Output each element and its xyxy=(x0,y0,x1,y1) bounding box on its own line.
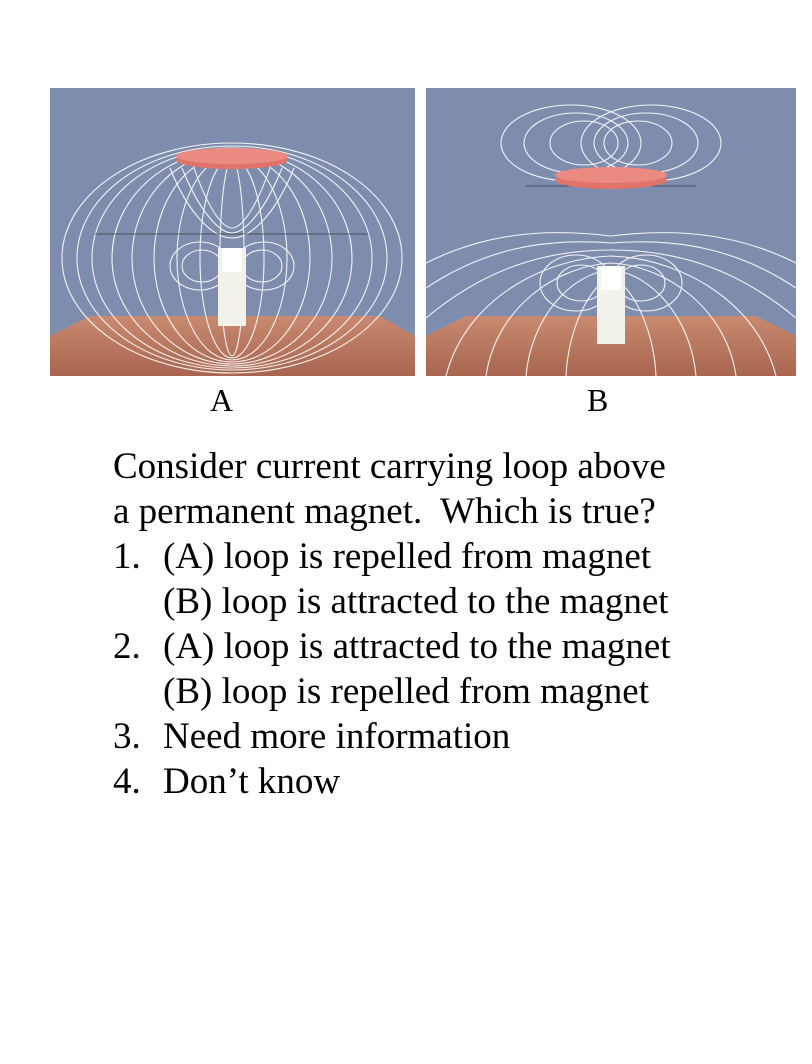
figure-b-field-visualization xyxy=(426,88,796,376)
figure-a-svg xyxy=(50,88,415,376)
floor xyxy=(426,316,796,376)
answer-option-2[interactable]: 2. (A) loop is attracted to the magnet (… xyxy=(113,624,773,714)
floor xyxy=(50,316,415,376)
option-number: 4. xyxy=(113,761,141,802)
option-line-2: (B) loop is attracted to the magnet xyxy=(163,581,669,622)
option-number: 3. xyxy=(113,716,141,757)
question-stem-line-2: a permanent magnet. Which is true? xyxy=(113,491,656,532)
figure-b-svg xyxy=(426,88,796,376)
question-block: Consider current carrying loop above a p… xyxy=(113,444,773,804)
figure-a-field-visualization xyxy=(50,88,415,376)
option-number: 1. xyxy=(113,536,141,577)
figure-a-label: A xyxy=(210,382,234,418)
option-line-2: (B) loop is repelled from magnet xyxy=(163,671,650,712)
answer-option-4[interactable]: 4. Don’t know xyxy=(113,759,773,804)
answer-option-1[interactable]: 1. (A) loop is repelled from magnet (B) … xyxy=(113,534,773,624)
option-line-1: (A) loop is attracted to the magnet xyxy=(163,626,671,667)
option-line-1: (A) loop is repelled from magnet xyxy=(163,536,652,577)
answer-option-3[interactable]: 3. Need more information xyxy=(113,714,773,759)
option-number: 2. xyxy=(113,626,141,667)
option-line-1: Don’t know xyxy=(163,761,341,802)
option-line-1: Need more information xyxy=(163,716,511,757)
figure-b-label: B xyxy=(587,382,609,418)
question-stem-line-1: Consider current carrying loop above xyxy=(113,446,666,487)
